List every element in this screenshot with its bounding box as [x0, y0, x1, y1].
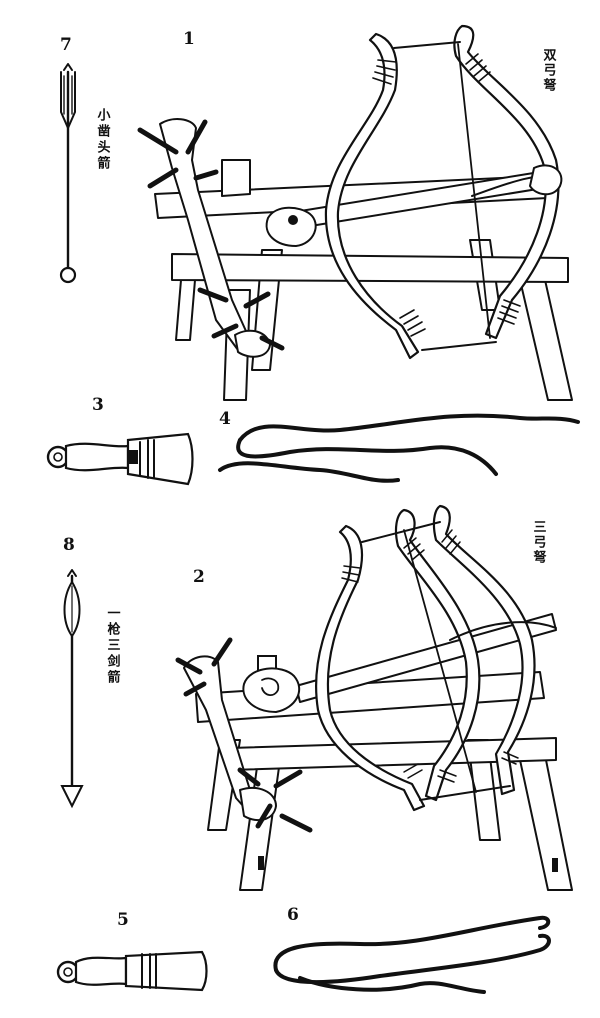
- caption-triple-bow-crossbow: 三弓弩: [531, 520, 548, 565]
- caption-spear-three-sword-arrow: 一枪三剑箭: [105, 606, 122, 686]
- triple-bow-crossbow-drawing: [175, 504, 573, 891]
- figure-number-2: 2: [193, 567, 205, 587]
- double-bow-crossbow-drawing: [137, 24, 573, 401]
- caption-double-bow-crossbow: 双弓弩: [541, 48, 558, 93]
- arrow-7-drawing: [59, 63, 77, 284]
- figure-number-8: 8: [63, 535, 75, 555]
- figure-number-5: 5: [117, 910, 129, 930]
- cord-4-drawing: [218, 413, 580, 483]
- caption-chisel-head-arrow: 小凿头箭: [95, 108, 111, 172]
- figure-number-6: 6: [287, 905, 299, 925]
- cord-6-drawing: [273, 915, 551, 994]
- figure-number-3: 3: [92, 395, 104, 415]
- figure-number-4: 4: [219, 409, 231, 429]
- arrow-8-drawing: [60, 569, 84, 809]
- figure-number-7: 7: [60, 35, 72, 55]
- figure-number-1: 1: [183, 29, 195, 49]
- trigger-fitting-5-drawing: [56, 950, 208, 992]
- trigger-fitting-3-drawing: [46, 432, 194, 486]
